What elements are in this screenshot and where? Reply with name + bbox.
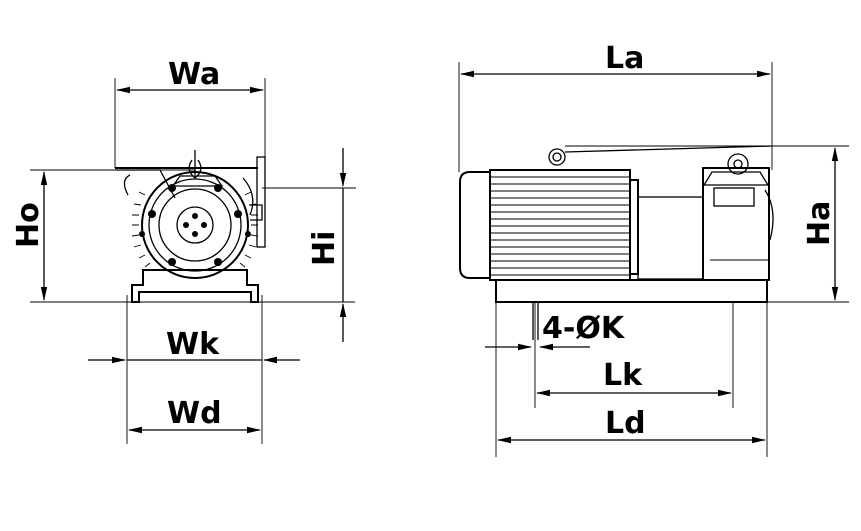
hole-spec-label: 4-ØK	[542, 311, 626, 346]
la-label: La	[605, 41, 644, 76]
ha-label: Ha	[802, 201, 837, 246]
wa-label: Wa	[168, 57, 220, 92]
wd-label: Wd	[167, 396, 222, 431]
lk-label: Lk	[603, 358, 643, 393]
side-view	[458, 62, 849, 457]
end-view	[30, 78, 356, 444]
hi-label: Hi	[307, 231, 342, 266]
wk-label: Wk	[166, 327, 220, 362]
ho-label: Ho	[11, 202, 46, 248]
ld-label: Ld	[605, 406, 646, 441]
